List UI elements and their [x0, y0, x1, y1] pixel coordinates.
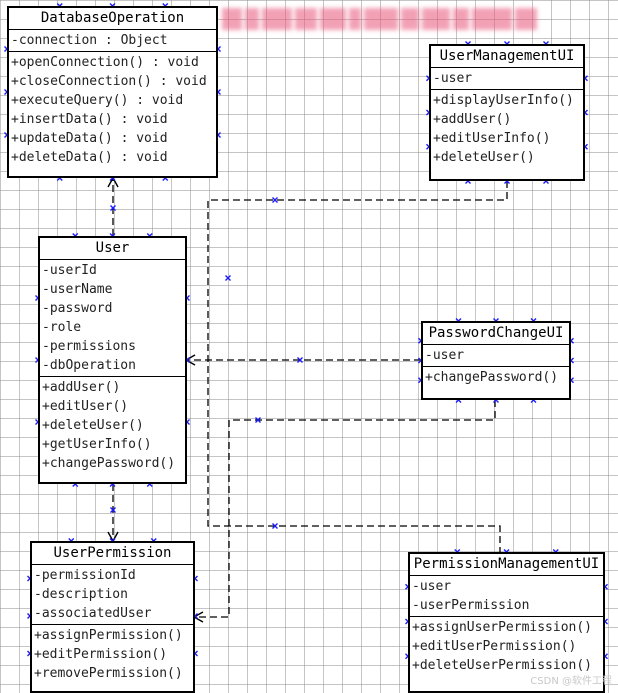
attribute-row: -password	[42, 301, 113, 316]
watermark: CSDN @软件工程	[530, 676, 612, 687]
selection-handle	[225, 275, 231, 281]
method-row: +updateData() : void	[11, 131, 168, 146]
class-user[interactable]: User -userId -userName -password -role -perm…	[38, 236, 187, 484]
attribute-row: -description	[34, 587, 128, 602]
method-row: +deleteUserPermission()	[412, 658, 593, 673]
class-usermanagementui[interactable]: UserManagementUI -user +displayUserInfo(…	[429, 44, 585, 181]
method-row: +editUserPermission()	[412, 639, 577, 654]
class-passwordchangeui[interactable]: PasswordChangeUI -user +changePassword()	[421, 321, 571, 400]
method-row: +editUserInfo()	[433, 131, 551, 146]
attribute-row: -permissionId	[34, 568, 136, 583]
class-databaseoperation[interactable]: DatabaseOperation -connection : Object +…	[7, 6, 218, 178]
attribute-list: -connection : Object	[9, 30, 216, 52]
class-name: PasswordChangeUI	[423, 323, 569, 345]
attribute-list: -user	[423, 345, 569, 367]
method-row: +getUserInfo()	[42, 437, 152, 452]
attribute-row: -userPermission	[412, 598, 530, 613]
attribute-row: -permissions	[42, 339, 136, 354]
attribute-row: -user	[433, 71, 473, 86]
dependency-passwordchangeui-to-userpermission	[192, 400, 496, 623]
method-row: +insertData() : void	[11, 112, 168, 127]
attribute-row: -user	[412, 579, 452, 594]
class-name: PermissionManagementUI	[410, 554, 603, 576]
method-row: +editUser()	[42, 399, 129, 414]
attribute-row: -user	[425, 348, 465, 363]
method-row: +changePassword()	[42, 456, 176, 471]
class-permissionmanagementui[interactable]: PermissionManagementUI -user -userPermiss…	[408, 552, 605, 693]
attribute-list: -userId -userName -password -role -permissio…	[40, 260, 185, 377]
attribute-row: -dbOperation	[42, 358, 136, 373]
method-row: +deleteUser()	[433, 150, 535, 165]
method-row: +editPermission()	[34, 647, 168, 662]
class-userpermission[interactable]: UserPermission -permissionId -description…	[30, 541, 195, 693]
method-row: +assignPermission()	[34, 628, 183, 643]
method-row: +executeQuery() : void	[11, 93, 184, 108]
method-row: +deleteData() : void	[11, 150, 168, 165]
selection-handle	[110, 507, 116, 513]
method-row: +addUser()	[433, 112, 512, 127]
method-row: +addUser()	[42, 380, 121, 395]
method-row: +deleteUser()	[42, 418, 144, 433]
method-list: +changePassword()	[423, 367, 569, 388]
class-name: DatabaseOperation	[9, 8, 216, 30]
attribute-list: -user	[431, 68, 583, 90]
method-list: +openConnection() : void +closeConnection…	[9, 52, 216, 168]
attribute-row: -associatedUser	[34, 606, 152, 621]
selection-handle	[297, 357, 303, 363]
selection-handle	[272, 523, 278, 529]
attribute-row: -userName	[42, 282, 113, 297]
method-list: +displayUserInfo() +addUser() +editUserInf…	[431, 90, 583, 168]
method-row: +displayUserInfo()	[433, 93, 574, 108]
attribute-row: -connection : Object	[11, 33, 168, 48]
selection-handle	[255, 417, 261, 423]
dependency-usermanagementui-to-user	[207, 181, 508, 552]
class-name: UserManagementUI	[431, 46, 583, 68]
redacted-banner	[222, 6, 582, 32]
attribute-row: -userId	[42, 263, 97, 278]
attribute-list: -user -userPermission	[410, 576, 603, 617]
class-name: User	[40, 238, 185, 260]
attribute-list: -permissionId -description -associatedUser	[32, 565, 193, 625]
method-list: +addUser() +editUser() +deleteUser() +getUs…	[40, 377, 185, 474]
method-row: +removePermission()	[34, 666, 183, 681]
selection-handle	[110, 205, 116, 211]
selection-handle	[272, 197, 278, 203]
method-row: +closeConnection() : void	[11, 74, 207, 89]
method-list: +assignPermission() +editPermission() +rem…	[32, 625, 193, 684]
method-row: +openConnection() : void	[11, 55, 199, 70]
method-list: +assignUserPermission() +editUserPermissi…	[410, 617, 603, 676]
class-name: UserPermission	[32, 543, 193, 565]
method-row: +assignUserPermission()	[412, 620, 593, 635]
attribute-row: -role	[42, 320, 82, 335]
method-row: +changePassword()	[425, 370, 559, 385]
